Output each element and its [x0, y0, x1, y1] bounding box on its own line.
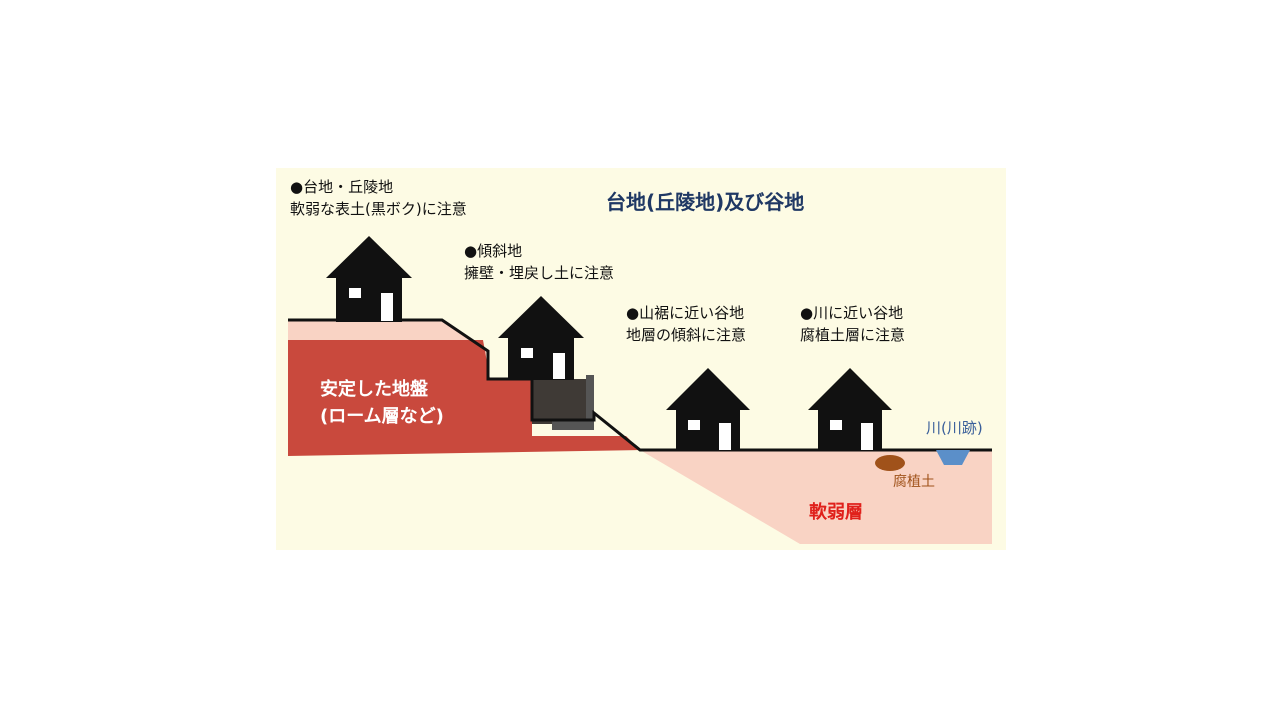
callout-plateau-heading: ●台地・丘陵地 [290, 178, 394, 196]
stable-ground-label: 安定した地盤 (ローム層など) [320, 376, 444, 430]
callout-valley-river-heading: ●川に近い谷地 [800, 304, 904, 322]
humus-label: 腐植土 [893, 474, 935, 490]
callout-valley-mountain-heading: ●山裾に近い谷地 [626, 304, 745, 322]
house-icon [326, 236, 412, 322]
stable-ground [288, 340, 640, 456]
diagram-panel: 台地(丘陵地)及び谷地 ●台地・丘陵地 軟弱な表土(黒ボク)に注意 ●傾斜地 擁… [276, 168, 1006, 550]
stable-ground-label-line2: (ローム層など) [320, 406, 444, 427]
callout-plateau-note: 軟弱な表土(黒ボク)に注意 [290, 200, 467, 218]
callout-slope: ●傾斜地 擁壁・埋戻し土に注意 [464, 240, 614, 284]
stable-ground-label-line1: 安定した地盤 [320, 379, 428, 400]
callout-plateau: ●台地・丘陵地 軟弱な表土(黒ボク)に注意 [290, 176, 467, 220]
backfill-soil [532, 379, 586, 424]
soft-layer-label: 軟弱層 [809, 502, 863, 523]
callout-valley-mountain-note: 地層の傾斜に注意 [626, 326, 747, 344]
callout-valley-river-note: 腐植土層に注意 [800, 326, 906, 344]
house-icon [808, 368, 892, 451]
river-icon [936, 450, 970, 465]
house-icon [498, 296, 584, 380]
house-icon [666, 368, 750, 451]
callout-slope-note: 擁壁・埋戻し土に注意 [464, 264, 615, 282]
ground-surface-line [288, 318, 992, 452]
soft-ground-layer [640, 450, 992, 544]
callout-slope-heading: ●傾斜地 [464, 242, 523, 260]
humus-icon [875, 455, 905, 471]
retaining-wall-icon [552, 375, 594, 430]
terrain-scene [288, 236, 992, 544]
callout-valley-mountain: ●山裾に近い谷地 地層の傾斜に注意 [626, 302, 746, 346]
diagram-title: 台地(丘陵地)及び谷地 [606, 190, 805, 214]
callout-valley-river: ●川に近い谷地 腐植土層に注意 [800, 302, 905, 346]
river-label: 川(川跡) [926, 419, 983, 437]
